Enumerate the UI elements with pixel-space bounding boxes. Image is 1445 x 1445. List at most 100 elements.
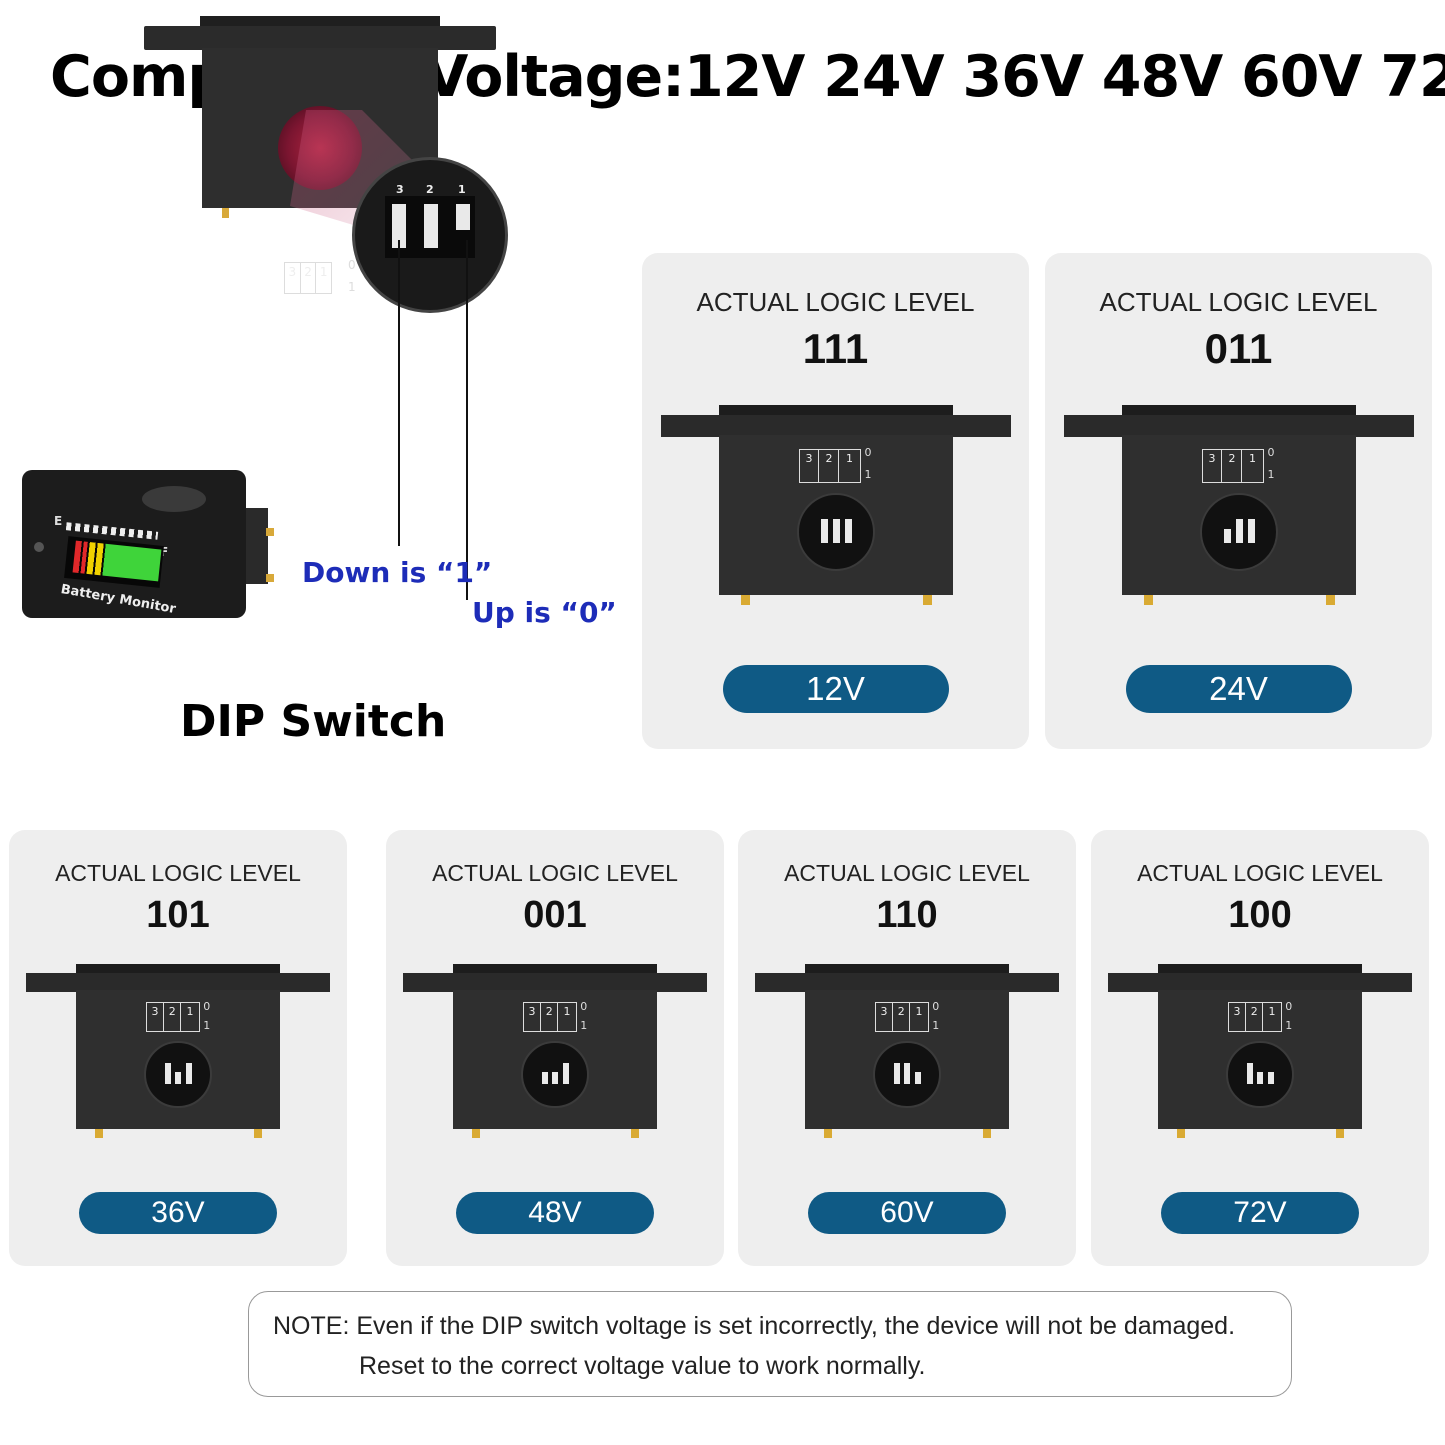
state-label-0: 0: [1267, 446, 1275, 459]
device-flange: [1063, 415, 1414, 437]
switch-number: 2: [1246, 1003, 1264, 1031]
note-line-2: Reset to the correct voltage value to wo…: [359, 1352, 926, 1380]
device-flange-top: [200, 16, 440, 28]
state-label-1: 1: [203, 1018, 211, 1032]
switch-number: 3: [1229, 1003, 1247, 1031]
switch-number: 1: [563, 1005, 571, 1019]
zoom-switch-up: [456, 204, 470, 230]
device-pin: [253, 1129, 262, 1138]
zoom-circle: [352, 157, 508, 313]
device-flange-top: [1158, 964, 1362, 975]
switch-number: 2: [893, 1003, 911, 1031]
down-is-1-label: Down is “1”: [302, 556, 493, 589]
device-pin: [472, 1129, 481, 1138]
device-flange-top: [453, 964, 657, 975]
state-label-0: 0: [580, 999, 588, 1013]
device-pin: [922, 595, 932, 605]
switch-up: [1267, 1071, 1274, 1085]
device-flange: [144, 26, 496, 50]
zoom-number-1: 1: [458, 183, 466, 196]
logic-level-label: ACTUAL LOGIC LEVEL: [696, 287, 975, 317]
note-line-1: NOTE: Even if the DIP switch voltage is …: [273, 1312, 1236, 1340]
logic-level-value: 101: [146, 894, 210, 936]
device-pin: [982, 1129, 991, 1138]
switch-number: 1: [915, 1005, 923, 1019]
logic-level-value: 011: [1204, 325, 1273, 372]
device-flange: [402, 972, 708, 992]
zoom-number-3: 3: [396, 183, 404, 196]
switch-down: [1247, 519, 1255, 543]
switch-number: 3: [1203, 450, 1223, 482]
switch-down: [820, 519, 828, 543]
switch-down: [1235, 519, 1243, 543]
dip-switch-title: DIP Switch: [180, 696, 447, 747]
switch-number-1: 1: [319, 265, 328, 279]
device-flange: [754, 972, 1060, 992]
device-pin: [1335, 1129, 1344, 1138]
state-label-0: 0: [864, 446, 872, 459]
state-label-1: 1: [580, 1018, 588, 1032]
monitor-full-mark: F: [160, 545, 169, 559]
switch-number: 2: [1222, 450, 1243, 482]
device-flange-top: [805, 964, 1009, 975]
switch-down: [844, 519, 852, 543]
switch-down: [893, 1063, 901, 1085]
switch-number: 2: [541, 1003, 559, 1031]
device-flange: [25, 972, 331, 992]
switch-number: 1: [186, 1005, 194, 1019]
state-label-0: 0: [1285, 999, 1293, 1013]
up-is-0-label: Up is “0”: [472, 596, 617, 629]
device-pin: [222, 208, 229, 218]
switch-number: 3: [524, 1003, 542, 1031]
device-pin: [95, 1129, 104, 1138]
device-pin: [824, 1129, 833, 1138]
voltage-badge: 36V: [79, 1192, 277, 1234]
switch-up: [175, 1071, 182, 1085]
switch-number: 3: [876, 1003, 894, 1031]
device-switch-block: 3 2 1: [284, 262, 332, 294]
state-label-1: 1: [932, 1018, 940, 1032]
dip-switch-highlight: [278, 106, 362, 190]
device-flange: [660, 415, 1011, 437]
device-pin: [740, 595, 750, 605]
switch-down: [185, 1063, 192, 1085]
switch-number-3: 3: [285, 263, 301, 293]
monitor-pin: [266, 528, 274, 536]
logic-level-value: 100: [1228, 894, 1292, 936]
switch-down: [904, 1063, 911, 1085]
switch-up: [1223, 529, 1231, 543]
voltage-badge: 60V: [808, 1192, 1006, 1234]
state-label-1: 1: [864, 468, 872, 481]
logic-level-label: ACTUAL LOGIC LEVEL: [1099, 287, 1378, 317]
device-pin: [630, 1129, 639, 1138]
switch-down: [562, 1063, 569, 1085]
voltage-badge: 48V: [456, 1192, 654, 1234]
logic-level-label: ACTUAL LOGIC LEVEL: [432, 860, 678, 886]
logic-level-label: ACTUAL LOGIC LEVEL: [784, 860, 1030, 886]
logic-level-label: ACTUAL LOGIC LEVEL: [55, 860, 301, 886]
monitor-pin: [266, 574, 274, 582]
state-label-0: 0: [932, 999, 940, 1013]
device-flange: [1107, 972, 1413, 992]
state-label-1: 1: [1285, 1018, 1293, 1032]
switch-number: 1: [1268, 1005, 1276, 1019]
voltage-badge: 12V: [722, 665, 949, 713]
state-label-0: 0: [203, 999, 211, 1013]
switch-number: 1: [1248, 452, 1256, 465]
monitor-empty-mark: E: [54, 514, 63, 528]
note-box: NOTE: Even if the DIP switch voltage is …: [248, 1291, 1292, 1397]
